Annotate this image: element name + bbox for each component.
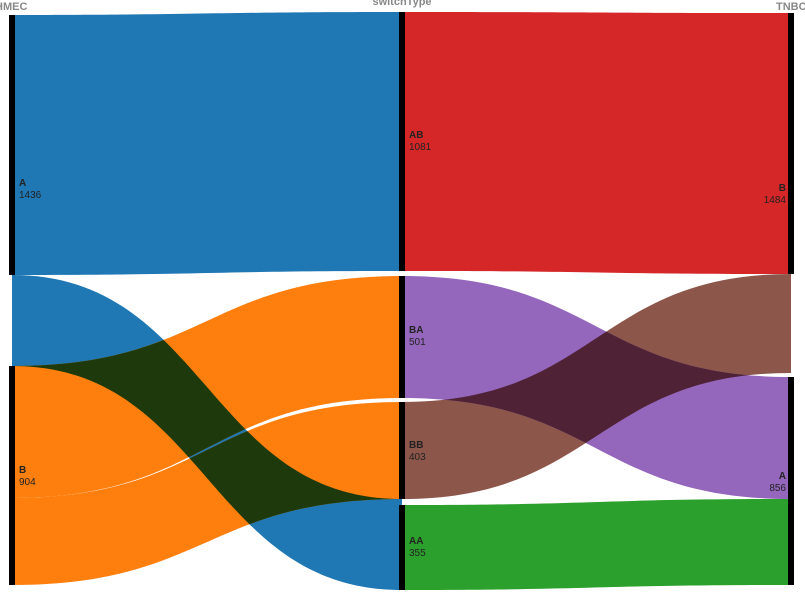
category-count-switch-aa: 355 [409,548,426,559]
category-count-hmec-b: 904 [19,477,36,488]
category-count-hmec-a: 1436 [19,190,42,201]
category-count-tnbc-b: 1484 [764,195,787,206]
flow-right-ab-b [402,12,791,274]
flow-left-b-bb [12,402,402,585]
category-name-switch-aa: AA [409,536,423,547]
category-bar-switch-bb[interactable] [399,402,405,499]
category-bar-hmec-a[interactable] [9,15,15,275]
category-count-switch-ab: 1081 [409,142,432,153]
labels-group: HMEC switchType TNBC A 1436 B 904 AB 108… [0,0,805,559]
category-name-switch-ab: AB [409,130,423,141]
category-name-hmec-b: B [19,465,26,476]
category-bar-hmec-b[interactable] [9,366,15,585]
category-name-tnbc-b: B [779,183,786,194]
category-bars-group [9,12,794,590]
dimension-label-switchtype: switchType [372,0,431,8]
flow-right-aa-a [402,499,791,590]
category-bar-switch-aa[interactable] [399,505,405,590]
category-bar-switch-ba[interactable] [399,276,405,398]
category-bar-tnbc-b[interactable] [788,13,794,274]
category-bar-tnbc-a[interactable] [788,377,794,585]
category-name-tnbc-a: A [779,471,786,482]
category-count-tnbc-a: 856 [769,483,786,494]
dimension-label-hmec: HMEC [0,1,27,13]
category-count-switch-ba: 501 [409,337,426,348]
category-name-switch-ba: BA [409,325,423,336]
category-count-switch-bb: 403 [409,452,426,463]
dimension-label-tnbc: TNBC [776,1,805,13]
flows-left-group [12,12,402,590]
flows-right-group [402,12,791,590]
category-bar-switch-ab[interactable] [399,12,405,271]
category-name-switch-bb: BB [409,440,423,451]
flow-left-a-ab [12,12,402,275]
category-name-hmec-a: A [19,178,26,189]
